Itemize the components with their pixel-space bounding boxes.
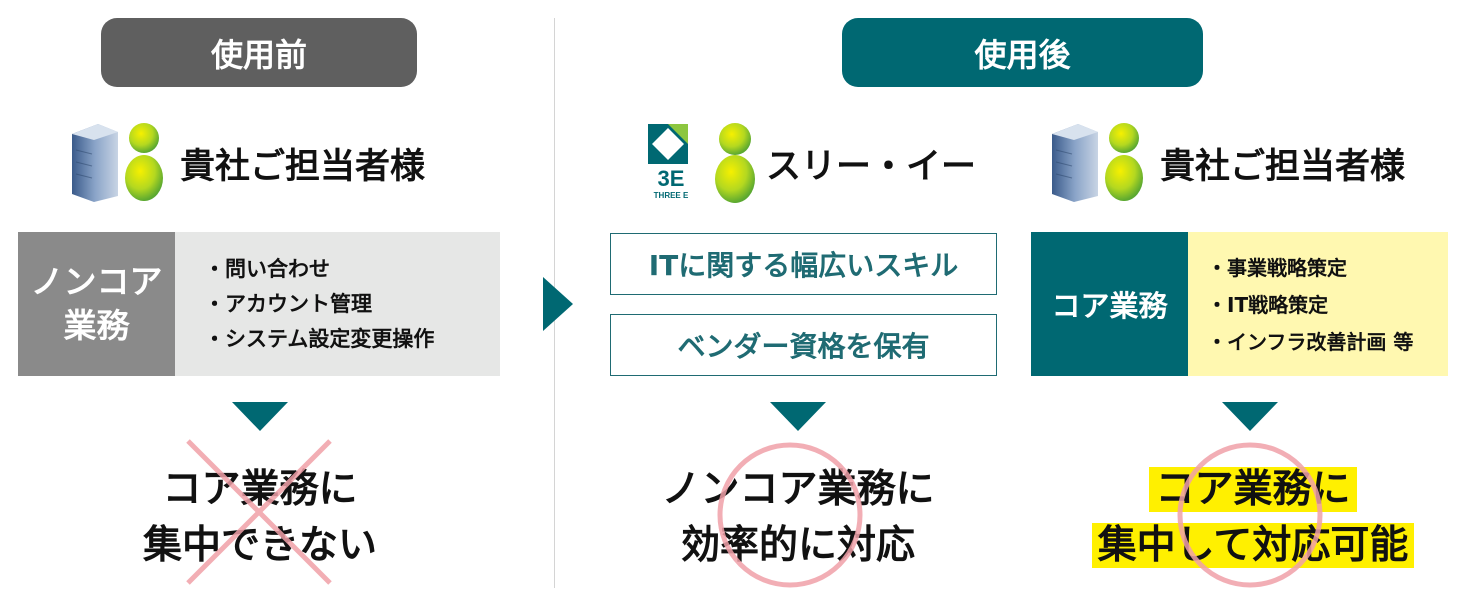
circle-mark-icon	[717, 442, 863, 588]
task-list: ・事業戦略策定 ・IT戦略策定 ・インフラ改善計画 等	[1207, 250, 1413, 361]
client-result: コア業務に 集中して対応可能	[1053, 462, 1453, 574]
arrow-down-icon	[232, 402, 288, 431]
arrow-right-icon	[543, 277, 573, 331]
client-label: 貴社ご担当者様	[1160, 147, 1406, 187]
person-icon	[715, 123, 755, 203]
core-box: コア業務 ・事業戦略策定 ・IT戦略策定 ・インフラ改善計画 等	[1031, 232, 1448, 376]
before-result: コア業務に 集中できない	[60, 462, 460, 574]
task-item: ・システム設定変更操作	[204, 327, 435, 351]
task-item: ・事業戦略策定	[1207, 256, 1347, 280]
circle-mark-icon	[1177, 442, 1323, 588]
cross-mark-icon	[186, 439, 332, 585]
noncore-label-line: ノンコア	[30, 262, 163, 301]
task-list: ・問い合わせ ・アカウント管理 ・システム設定変更操作	[204, 252, 434, 357]
noncore-box: ノンコア 業務 ・問い合わせ ・アカウント管理 ・システム設定変更操作	[18, 232, 500, 376]
person-icon	[125, 123, 163, 201]
arrow-down-icon	[770, 402, 826, 431]
vendor-label: スリー・イー	[766, 147, 977, 187]
result-line: 集中して対応可能	[1091, 523, 1415, 568]
task-item: ・問い合わせ	[204, 257, 330, 281]
svg-text:THREE E: THREE E	[654, 191, 689, 200]
result-line: ノンコア業務に	[661, 467, 935, 512]
person-icon	[1105, 123, 1143, 201]
building-icon	[1052, 124, 1098, 202]
task-item: ・インフラ改善計画 等	[1207, 330, 1414, 354]
skill-box: ベンダー資格を保有	[610, 314, 997, 376]
after-header: 使用後	[842, 18, 1203, 87]
arrow-down-icon	[1222, 402, 1278, 431]
core-label: コア業務	[1031, 232, 1188, 376]
building-icon	[72, 124, 118, 202]
svg-text:3E: 3E	[658, 166, 685, 191]
task-item: ・アカウント管理	[204, 292, 372, 316]
skill-box: ITに関する幅広いスキル	[610, 233, 997, 295]
before-header: 使用前	[101, 18, 417, 87]
noncore-label: ノンコア 業務	[18, 232, 175, 376]
noncore-label-line: 業務	[63, 306, 130, 345]
result-line: 集中できない	[142, 523, 377, 568]
client-label: 貴社ご担当者様	[180, 147, 426, 187]
task-item: ・IT戦略策定	[1207, 293, 1329, 317]
result-line: コア業務に	[162, 467, 358, 512]
